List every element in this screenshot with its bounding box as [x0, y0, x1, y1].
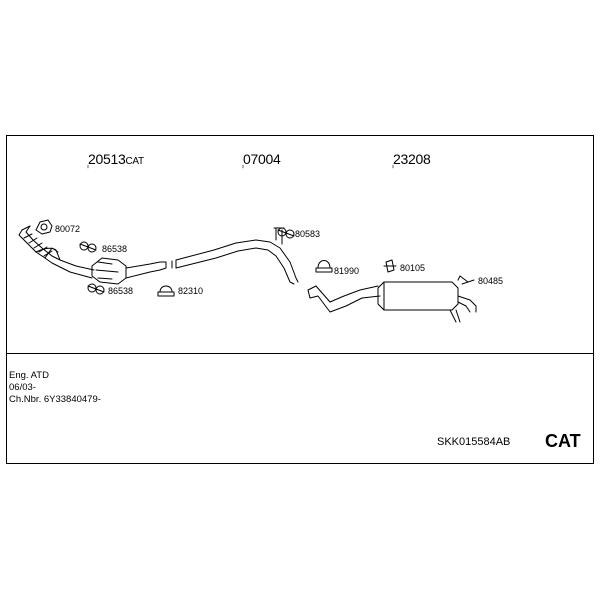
part-label-81990: 81990 — [334, 266, 360, 276]
part-label-80072: 80072 — [55, 224, 81, 234]
engine-info: Eng. ATD — [9, 370, 49, 381]
document-id: SKK015584AB — [437, 436, 511, 448]
info-divider — [6, 353, 594, 354]
group-number-value: 07004 — [243, 151, 281, 167]
rubber-mount-86538-top — [80, 242, 96, 252]
group-number-suffix: CAT — [125, 156, 144, 167]
group-number-value: 20513 — [88, 151, 126, 167]
group-number-value: 23208 — [393, 151, 431, 167]
group-number-catalyst: 20513CAT — [88, 151, 144, 167]
cat-badge: CAT — [545, 431, 581, 451]
chassis-info: Ch.Nbr. 6Y33840479- — [9, 394, 101, 405]
part-label-86538-bottom: 86538 — [108, 286, 134, 296]
rubber-mount-80583 — [278, 228, 294, 238]
date-info: 06/03- — [9, 382, 36, 393]
leader-lines — [88, 165, 393, 168]
rear-silencer — [308, 282, 476, 322]
clamp-82310 — [158, 286, 174, 296]
gasket-80072 — [36, 220, 52, 234]
part-label-82310: 82310 — [178, 286, 204, 296]
diagram-frame — [6, 135, 594, 464]
middle-pipe — [172, 228, 298, 284]
bracket-80485 — [458, 276, 474, 284]
group-number-middle-pipe: 07004 — [243, 151, 281, 167]
part-label-86538-top: 86538 — [102, 244, 128, 254]
clamp-81990 — [316, 261, 332, 273]
part-label-80105: 80105 — [400, 263, 426, 273]
group-number-rear-silencer: 23208 — [393, 151, 431, 167]
part-label-80485: 80485 — [478, 276, 504, 286]
rubber-mount-86538-bottom — [88, 284, 104, 294]
catalyst-front-pipe — [19, 226, 166, 284]
part-label-80583: 80583 — [295, 229, 321, 239]
rubber-mount-80105 — [384, 260, 396, 272]
